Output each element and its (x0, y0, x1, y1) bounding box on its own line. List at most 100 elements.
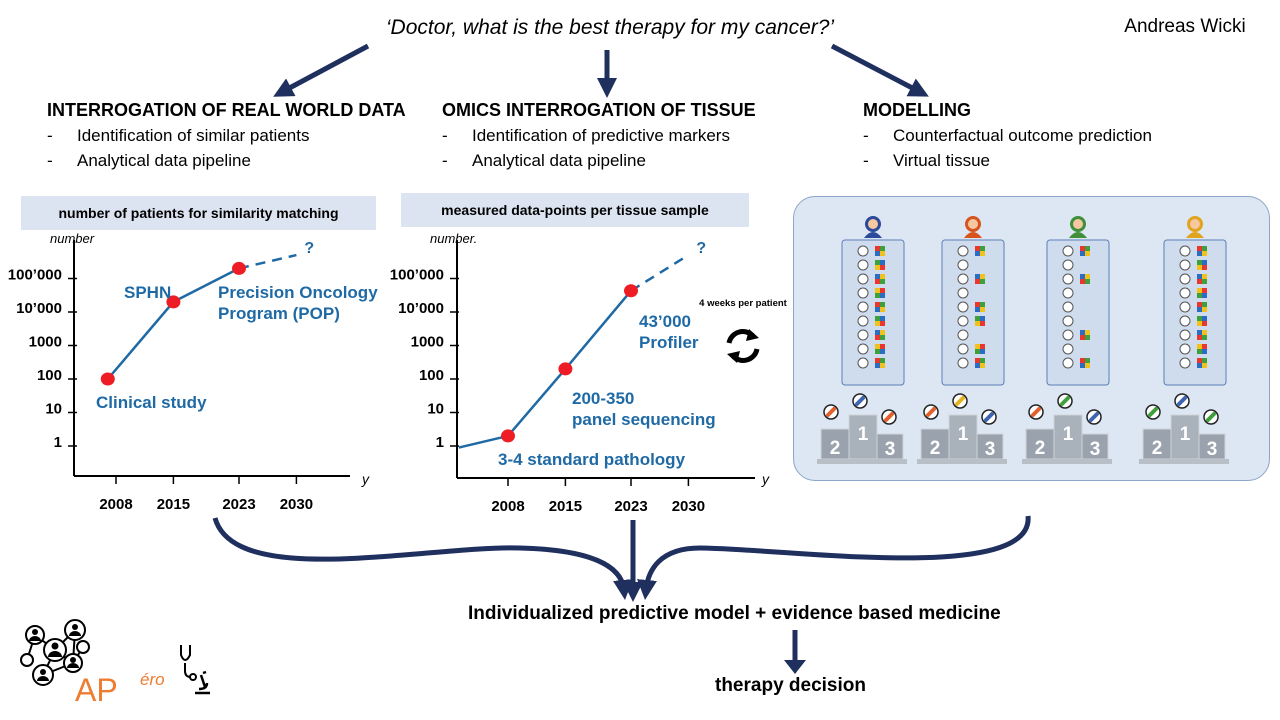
y-tick-label: 1000 (29, 334, 62, 351)
therapy-decision: therapy decision (715, 675, 866, 696)
column-title: MODELLING (863, 100, 971, 120)
column-title: OMICS INTERROGATION OF TISSUE (442, 100, 756, 120)
point-label: Clinical study (96, 393, 207, 412)
x-tick-label: 2015 (157, 496, 190, 513)
marker-grid-icon (1080, 246, 1090, 256)
bullet-item: Identification of predictive markers (442, 123, 756, 148)
marker-icon (1062, 329, 1074, 341)
marker-grid-icon (875, 288, 885, 298)
marker-icon (957, 287, 969, 299)
marker-icon (1179, 245, 1191, 257)
marker-list (1046, 239, 1110, 386)
marker-grid-icon (1197, 246, 1207, 256)
column-real-world-data: INTERROGATION OF REAL WORLD DATA Identif… (47, 100, 406, 173)
patient-column: 213 (817, 216, 907, 464)
converging-arrows (212, 515, 1031, 602)
marker-icon (957, 315, 969, 327)
data-point (624, 284, 638, 298)
marker-grid-icon (1080, 358, 1090, 368)
drug-pill-icon (1086, 409, 1102, 425)
stethoscope-icon (180, 645, 197, 681)
x-axis-label: y (361, 471, 370, 487)
podium-place-2: 2 (1152, 438, 1163, 459)
patient-avatar-icon (864, 216, 882, 238)
y-tick-label: 100’000 (8, 267, 62, 284)
drug-pill-icon (1057, 393, 1073, 409)
podium-place-2: 2 (930, 438, 941, 459)
drug-pill-icon (1174, 393, 1190, 409)
podium-place-3: 3 (985, 439, 996, 460)
drug-pill-icon (1203, 409, 1219, 425)
marker-icon (957, 301, 969, 313)
podium-icon: 213 (1022, 414, 1112, 464)
column-title: INTERROGATION OF REAL WORLD DATA (47, 100, 406, 120)
marker-grid-icon (875, 316, 885, 326)
x-tick-label: 2023 (222, 496, 255, 513)
column-modelling: MODELLING Counterfactual outcome predict… (863, 100, 1152, 173)
apero-logo: AP éro (20, 619, 210, 708)
projection-label: ? (304, 240, 314, 257)
y-tick-label: 10 (45, 401, 62, 418)
marker-grid-icon (875, 330, 885, 340)
marker-icon (1062, 343, 1074, 355)
marker-icon (1179, 273, 1191, 285)
marker-icon (1179, 301, 1191, 313)
marker-icon (957, 357, 969, 369)
podium-place-2: 2 (1035, 438, 1046, 459)
patient-column: 213 (1022, 216, 1112, 464)
marker-icon (857, 301, 869, 313)
marker-icon (857, 343, 869, 355)
four-weeks-text: 4 weeks per patient (699, 298, 787, 309)
drug-pill-icon (981, 409, 997, 425)
drug-pill-icon (852, 393, 868, 409)
column-omics: OMICS INTERROGATION OF TISSUE Identifica… (442, 100, 756, 173)
microscope-icon (195, 670, 210, 695)
point-label: 3-4 standard pathology (498, 450, 686, 469)
podium-place-1: 1 (1180, 424, 1191, 445)
marker-grid-icon (975, 358, 985, 368)
patient-avatar-icon (1069, 216, 1087, 238)
podium-place-3: 3 (1090, 439, 1101, 460)
model-statement: Individualized predictive model + eviden… (468, 603, 1001, 624)
marker-grid-icon (1080, 330, 1090, 340)
patient-column: 213 (1139, 216, 1229, 464)
drug-pill-icon (923, 404, 939, 420)
arrow-from-modelling (637, 515, 1031, 600)
drug-pill-icon (823, 404, 839, 420)
y-tick-label: 10 (427, 401, 444, 418)
marker-icon (1062, 301, 1074, 313)
x-tick-label: 2030 (672, 498, 705, 515)
point-label: SPHN (124, 283, 171, 302)
marker-icon (957, 245, 969, 257)
x-tick-label: 2008 (99, 496, 132, 513)
marker-icon (857, 315, 869, 327)
data-point (558, 362, 573, 376)
marker-grid-icon (975, 302, 985, 312)
y-tick-label: 1 (54, 434, 62, 451)
marker-grid-icon (1197, 330, 1207, 340)
marker-grid-icon (875, 246, 885, 256)
x-tick-label: 2015 (549, 498, 582, 515)
y-tick-label: 100’000 (390, 267, 444, 284)
marker-icon (1179, 287, 1191, 299)
logo-text: AP (75, 672, 118, 708)
podium-place-1: 1 (1063, 424, 1074, 445)
logo-sup: éro (140, 670, 165, 689)
series-line (458, 289, 632, 449)
marker-list (1163, 239, 1227, 386)
marker-icon (1179, 343, 1191, 355)
drug-pill-icon (1145, 404, 1161, 420)
podium-place-3: 3 (885, 439, 896, 460)
marker-icon (957, 273, 969, 285)
marker-grid-icon (875, 302, 885, 312)
marker-icon (1062, 245, 1074, 257)
marker-icon (1062, 357, 1074, 369)
marker-grid-icon (975, 274, 985, 284)
y-tick-label: 10’000 (16, 300, 62, 317)
data-point (166, 295, 181, 309)
